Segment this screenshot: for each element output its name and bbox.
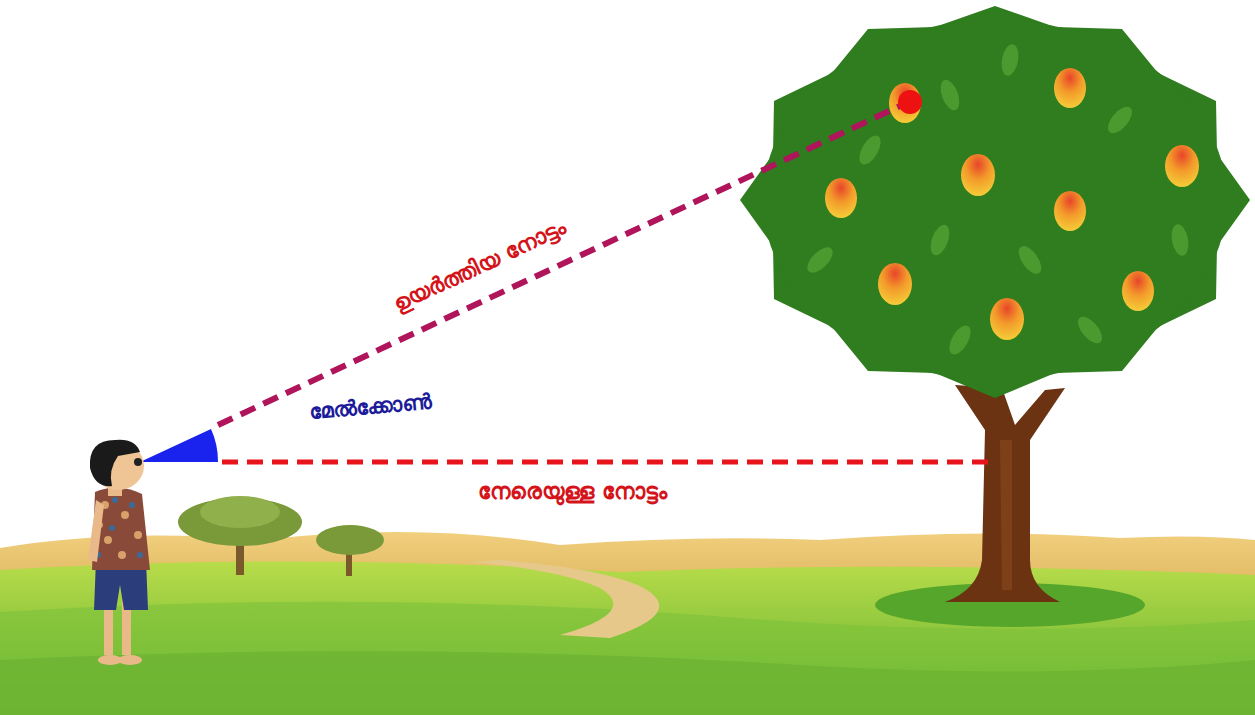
- angle-label: മേൽക്കോൺ: [304, 388, 437, 427]
- level-line-label: നേരെയുള്ള നോട്ടം: [474, 478, 671, 506]
